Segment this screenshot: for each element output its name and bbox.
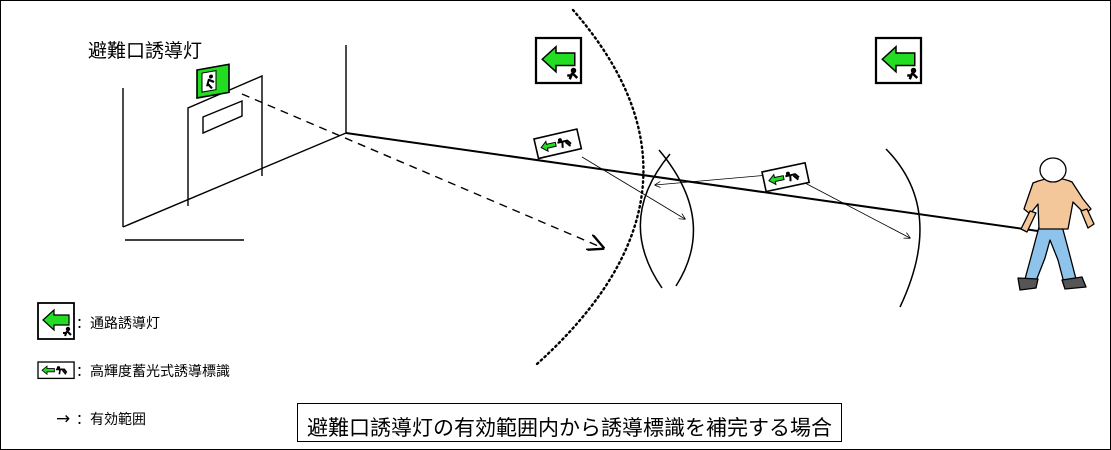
caption-box: 避難口誘導灯の有効範囲内から誘導標識を補完する場合 [297, 403, 842, 442]
legend-luminous-sign-icon [37, 361, 75, 380]
legend-label-luminous-sign: ：高輝度蓄光式誘導標識 [76, 364, 230, 380]
luminous-guide-sign-icon [533, 128, 583, 160]
caption-text: 避難口誘導灯の有効範囲内から誘導標識を補完する場合 [307, 416, 832, 440]
corridor-guide-light-icon [534, 36, 583, 85]
sightline [345, 132, 1053, 234]
room-walls [122, 45, 347, 241]
legend-corridor-light-icon [37, 302, 75, 340]
range-arcs [639, 148, 921, 308]
range-boundary-arc [535, 8, 645, 366]
legend-label-effective-range: ：有効範囲 [76, 412, 146, 428]
luminous-guide-sign-icon [761, 161, 811, 193]
corridor-guide-light-icon [874, 36, 923, 85]
exit-light-effective-range [241, 93, 603, 248]
exit-light-title: 避難口誘導灯 [88, 40, 203, 62]
arrow-right-icon: → [56, 409, 71, 429]
person-figure [1017, 157, 1095, 291]
exit-light-sign [196, 63, 230, 99]
legend-label-corridor-light: ：通路誘導灯 [76, 316, 160, 332]
sign-range-arrows [581, 156, 910, 238]
